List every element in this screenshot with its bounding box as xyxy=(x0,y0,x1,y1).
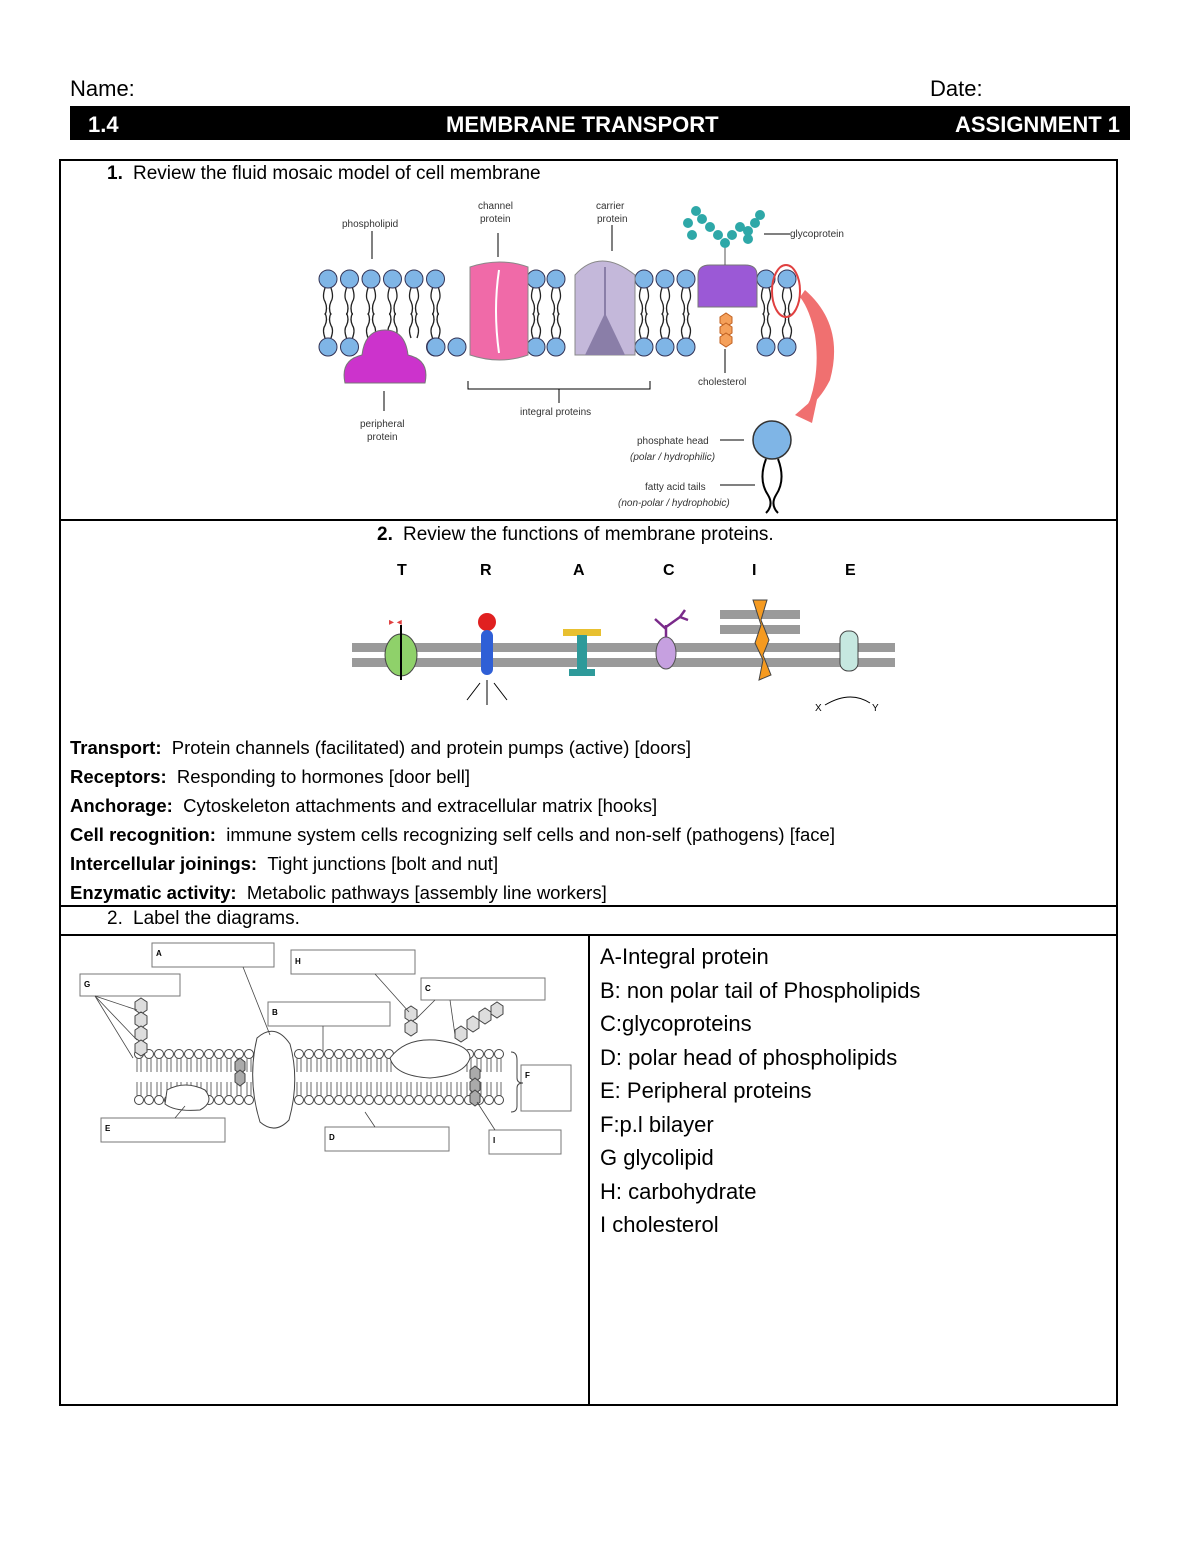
letter-c: C xyxy=(663,562,675,579)
tracie-diagram: T R A C I E ▸ ◂ X Y xyxy=(352,562,895,714)
section-3-title: 2.Label the diagrams. xyxy=(107,908,300,929)
function-term: Intercellular joinings: xyxy=(70,853,258,874)
cholesterol xyxy=(719,312,733,348)
answer-item: D: polar head of phospholipids xyxy=(600,1044,898,1070)
peripheral-protein xyxy=(343,329,427,384)
red-arrow xyxy=(800,290,835,410)
box-letter-b: B xyxy=(272,1008,278,1017)
label-phospholipid: phospholipid xyxy=(342,219,398,230)
answer-item: G glycolipid xyxy=(600,1145,714,1170)
glycoprotein-sugar-chain xyxy=(683,206,765,248)
answer-item: F:p.l bilayer xyxy=(600,1111,714,1137)
box-letter-h: H xyxy=(295,957,301,966)
label-integral: integral proteins xyxy=(520,407,591,418)
function-text: immune system cells recognizing self cel… xyxy=(226,824,835,845)
label-y: Y xyxy=(872,703,879,714)
label-channel-2: protein xyxy=(480,214,511,225)
assignment-label: ASSIGNMENT 1 xyxy=(954,112,1120,137)
label-diagram: A H G C B F E D I xyxy=(79,942,572,1155)
diagram-phospholipids xyxy=(134,1049,504,1105)
letter-r: R xyxy=(480,562,492,579)
glycoprotein xyxy=(697,264,758,308)
label-phosphate-head: phosphate head xyxy=(637,436,709,447)
answers-box xyxy=(588,934,1118,1406)
diagram-glycoprotein xyxy=(389,1039,471,1079)
function-text: Tight junctions [bolt and nut] xyxy=(267,853,499,874)
box-letter-a: A xyxy=(156,949,162,958)
function-text: Cytoskeleton attachments and extracellul… xyxy=(183,795,658,816)
svg-text:▸ ◂: ▸ ◂ xyxy=(389,617,402,628)
function-item: Transport: Protein channels (facilitated… xyxy=(70,733,691,762)
letter-e: E xyxy=(845,562,856,579)
letter-i: I xyxy=(752,562,756,579)
label-x: X xyxy=(815,703,822,714)
section-1-title: 1.Review the fluid mosaic model of cell … xyxy=(107,163,541,184)
label-carrier-1: carrier xyxy=(596,201,625,212)
letter-t: T xyxy=(397,562,407,579)
function-item: Cell recognition: immune system cells re… xyxy=(70,820,835,849)
label-peripheral-2: protein xyxy=(367,432,398,443)
channel-protein xyxy=(469,261,529,361)
page-title: MEMBRANE TRANSPORT xyxy=(446,112,719,137)
diagram-leader-lines xyxy=(94,966,496,1131)
section-2-number: 2. xyxy=(377,524,393,545)
phosphate-head-circle xyxy=(752,420,792,460)
highlight-circle xyxy=(771,264,801,318)
function-term: Receptors: xyxy=(70,766,167,787)
function-text: Protein channels (facilitated) and prote… xyxy=(171,737,692,758)
box-letter-d: D xyxy=(329,1133,335,1142)
label-fatty-tails: fatty acid tails xyxy=(645,482,706,493)
function-text: Metabolic pathways [assembly line worker… xyxy=(246,882,607,903)
function-item: Intercellular joinings: Tight junctions … xyxy=(70,849,498,878)
diagram-integral-protein xyxy=(252,1030,296,1129)
label-peripheral-1: peripheral xyxy=(360,419,404,430)
answer-item: E: Peripheral proteins xyxy=(600,1078,812,1103)
name-label: Name: xyxy=(70,76,135,101)
fluid-mosaic-diagram: phospholipid channel protein carrier pro… xyxy=(318,201,844,514)
label-nonpolar: (non-polar / hydrophobic) xyxy=(618,498,730,509)
section-3-number: 2. xyxy=(107,908,123,929)
section-2-title: 2.Review the functions of membrane prote… xyxy=(377,524,774,545)
box-letter-e: E xyxy=(105,1124,111,1133)
phospholipid-heads-bottom xyxy=(318,337,797,357)
label-cholesterol: cholesterol xyxy=(698,377,746,388)
diagram-carbohydrates xyxy=(134,997,504,1057)
function-term: Enzymatic activity: xyxy=(70,882,237,903)
function-term: Anchorage: xyxy=(70,795,173,816)
answer-item: A-Integral protein xyxy=(600,944,769,969)
section-number: 1.4 xyxy=(88,112,119,137)
answer-item: B: non polar tail of Phospholipids xyxy=(600,977,921,1003)
function-item: Anchorage: Cytoskeleton attachments and … xyxy=(70,791,657,820)
label-polar: (polar / hydrophilic) xyxy=(630,452,715,463)
answer-item: C:glycoproteins xyxy=(600,1011,752,1036)
section-1-number: 1. xyxy=(107,163,123,184)
diagram-peripheral-protein xyxy=(164,1084,210,1111)
diagram-cholesterol xyxy=(234,1057,481,1107)
phospholipid-heads-top xyxy=(318,269,797,289)
label-carrier-2: protein xyxy=(597,214,628,225)
function-item: Receptors: Responding to hormones [door … xyxy=(70,762,470,791)
box-letter-i: I xyxy=(493,1136,495,1145)
title-bar: 1.4 MEMBRANE TRANSPORT ASSIGNMENT 1 xyxy=(70,106,1130,140)
date-label: Date: xyxy=(930,76,983,101)
box-letter-g: G xyxy=(84,980,90,989)
answer-item: H: carbohydrate xyxy=(600,1178,757,1204)
letter-a: A xyxy=(573,562,585,579)
function-text: Responding to hormones [door bell] xyxy=(176,766,471,787)
label-channel-1: channel xyxy=(478,201,513,212)
answers-list: A-Integral protein B: non polar tail of P… xyxy=(600,940,920,1242)
box-letter-c: C xyxy=(425,984,431,993)
function-term: Transport: xyxy=(70,737,162,758)
answer-item: I cholesterol xyxy=(600,1212,719,1237)
function-term: Cell recognition: xyxy=(70,824,216,845)
function-item: Enzymatic activity: Metabolic pathways [… xyxy=(70,878,607,907)
box-letter-f: F xyxy=(525,1071,530,1080)
label-glycoprotein: glycoprotein xyxy=(790,229,844,240)
